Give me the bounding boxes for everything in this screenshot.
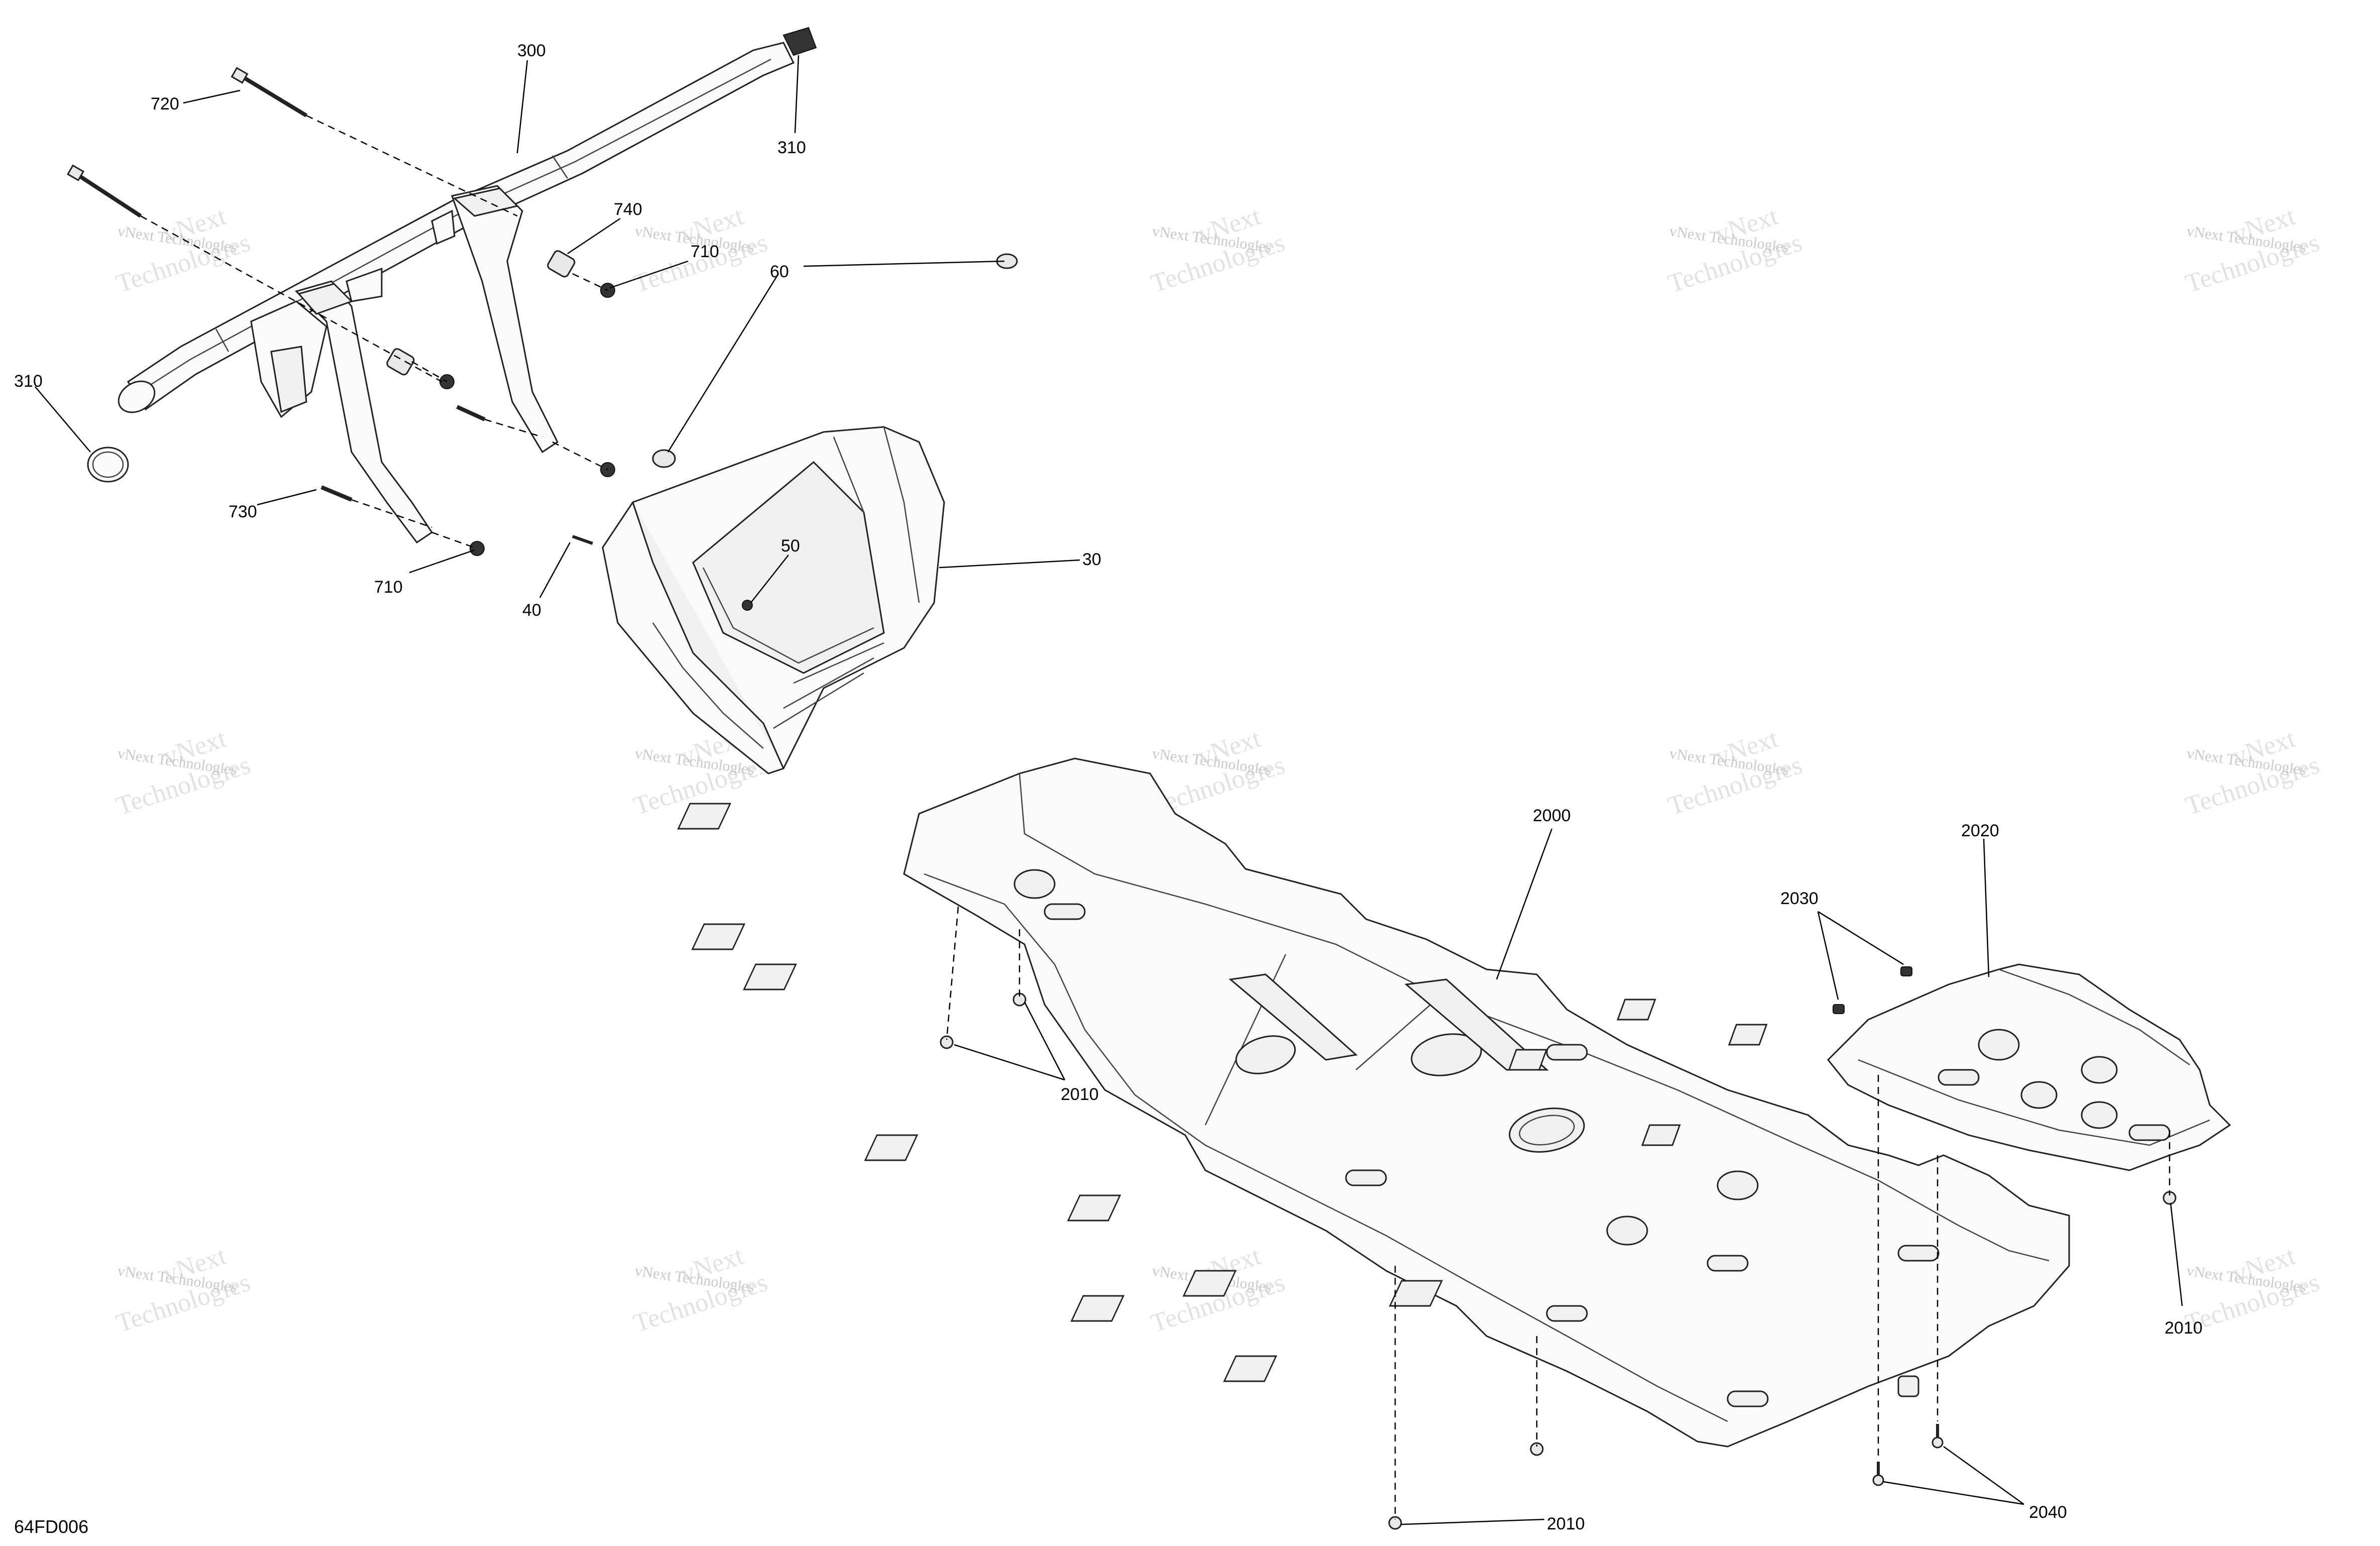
callout-310-left: 310	[14, 372, 43, 391]
callout-710-a: 710	[691, 242, 719, 261]
callout-740: 740	[614, 200, 642, 219]
callout-60: 60	[770, 262, 789, 281]
callout-720: 720	[151, 94, 179, 114]
callout-50: 50	[781, 536, 800, 556]
rear-skid-plate-2020	[1508, 963, 2231, 1171]
bolt-730	[320, 405, 486, 502]
grommet-60	[652, 253, 1018, 468]
spacer-740	[386, 250, 576, 376]
callout-30: 30	[1082, 550, 1101, 569]
callout-300: 300	[517, 41, 546, 60]
callout-2010-b: 2010	[2165, 1318, 2203, 1338]
fastener-2040	[1872, 1424, 1944, 1486]
callout-2010-a: 2010	[1061, 1085, 1099, 1104]
clip-2030	[1833, 966, 1912, 1014]
drawing-code: 64FD006	[14, 1516, 88, 1537]
fastener-2010	[940, 992, 2177, 1530]
front-fascia-30	[572, 426, 945, 775]
callout-2010-c: 2010	[1547, 1514, 1585, 1533]
callout-labels: 300 720 310 310 740 710 60 730 50 30 40 …	[14, 41, 2203, 1533]
callout-710-b: 710	[374, 578, 403, 597]
callout-730: 730	[229, 502, 257, 521]
callout-2040: 2040	[2029, 1503, 2067, 1522]
bumper-tube-300	[118, 42, 795, 544]
callout-2020: 2020	[1961, 821, 1999, 840]
leader-lines	[35, 55, 2183, 1525]
end-cap-310-right	[782, 27, 817, 56]
callout-2030: 2030	[1780, 889, 1819, 908]
bolt-720	[67, 67, 308, 218]
end-cap-310-left	[87, 447, 129, 483]
callout-2000: 2000	[1533, 806, 1571, 825]
callout-310-top: 310	[777, 138, 806, 157]
skid-plate-2000	[677, 757, 2070, 1448]
callout-40: 40	[522, 601, 541, 620]
